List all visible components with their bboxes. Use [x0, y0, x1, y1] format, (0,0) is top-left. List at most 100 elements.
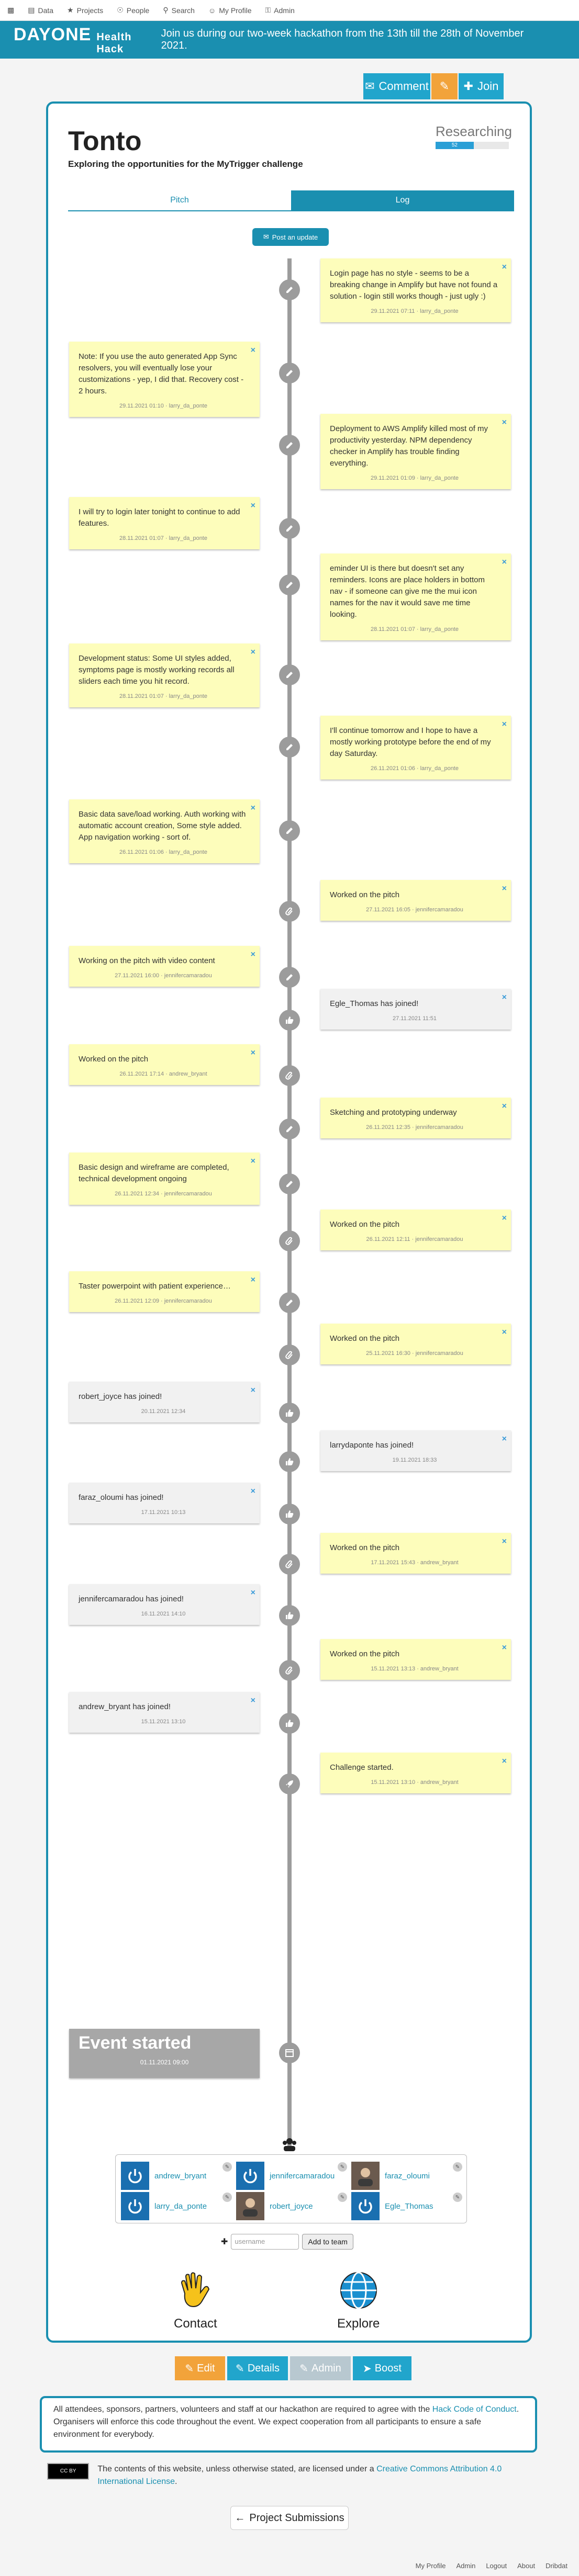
nav-item-profile[interactable]: ☺My Profile [208, 6, 252, 15]
timeline-dot [279, 1173, 300, 1194]
close-icon[interactable]: × [250, 501, 255, 510]
pencil-icon: ✎ [185, 2363, 194, 2375]
timeline-dot [279, 1713, 300, 1734]
team-member[interactable]: faraz_oloumi✎ [351, 2160, 466, 2191]
edit-pencil-button[interactable]: ✎ [431, 73, 458, 99]
footer-link-profile[interactable]: My Profile [415, 2561, 446, 2570]
timeline-dot [279, 279, 300, 300]
footer-link-admin[interactable]: Admin [456, 2561, 476, 2570]
footer-link-logout[interactable]: Logout [486, 2561, 507, 2570]
footer-link-about[interactable]: About [517, 2561, 536, 2570]
contact-button[interactable]: Contact [174, 2269, 217, 2331]
close-icon[interactable]: × [250, 346, 255, 355]
close-icon[interactable]: × [502, 263, 507, 272]
close-icon[interactable]: × [502, 1102, 507, 1111]
event-date: 01.11.2021 09:00 [140, 2059, 189, 2066]
log-entry-text: Taster powerpoint with patient experienc… [79, 1282, 231, 1291]
role-badge-icon: ✎ [338, 2193, 347, 2202]
username-input[interactable]: username [231, 2234, 299, 2250]
close-icon[interactable]: × [502, 1214, 507, 1223]
top-nav: ▩ ▤Data ★Projects ☉People ⚲Search ☺My Pr… [0, 0, 579, 21]
code-of-conduct-notice: All attendees, sponsors, partners, volun… [40, 2396, 537, 2453]
log-entry-text: Worked on the pitch [330, 1649, 400, 1658]
log-entry-meta: 19.11.2021 18:33 [392, 1457, 437, 1463]
team-member[interactable]: robert_joyce ✎ [236, 2190, 351, 2222]
admin-button[interactable]: ✎Admin [290, 2356, 351, 2380]
log-entry: × Deployment to AWS Amplify killed most o… [320, 414, 511, 489]
waving-hand-icon [174, 2269, 216, 2311]
log-entry: ×Basic data save/load working. Auth work… [69, 799, 260, 863]
nav-item-search[interactable]: ⚲Search [163, 6, 195, 15]
timeline-dot [279, 1554, 300, 1575]
close-icon[interactable]: × [502, 1757, 507, 1766]
nav-item-data[interactable]: ▤Data [28, 6, 54, 15]
close-icon[interactable]: × [502, 884, 507, 893]
log-entry: ×andrew_bryant has joined!15.11.2021 13:… [69, 1692, 260, 1733]
thumbsup-icon [286, 1409, 294, 1417]
details-button[interactable]: ✎Details [227, 2356, 288, 2380]
rocket-icon: ➤ [363, 2363, 372, 2375]
paperclip-icon [285, 1237, 293, 1245]
paperclip-icon [285, 1560, 293, 1568]
comment-button[interactable]: ✉Comment [363, 73, 430, 99]
role-badge-icon: ✎ [222, 2162, 232, 2172]
nav-item-admin[interactable]: ⚿Admin [265, 6, 295, 15]
close-icon[interactable]: × [250, 950, 255, 959]
contact-label: Contact [174, 2317, 217, 2331]
log-entry-text: Deployment to AWS Amplify killed most of… [330, 424, 488, 468]
log-entry: ×I will try to login later tonight to co… [69, 497, 260, 549]
timeline-dot [279, 363, 300, 383]
footer-link-dribdat[interactable]: Dribdat [545, 2561, 567, 2570]
close-icon[interactable]: × [502, 418, 507, 427]
nav-item-home[interactable]: ▩ [7, 6, 14, 15]
user-plus-icon: ✚ [221, 2238, 228, 2246]
cc-license-badge[interactable]: CC BY [47, 2463, 90, 2480]
thumbsup-icon [286, 1510, 294, 1518]
close-icon[interactable]: × [250, 1487, 255, 1496]
license-link[interactable]: Creative Commons Attribution 4.0 Interna… [97, 2465, 502, 2486]
close-icon[interactable]: × [250, 1386, 255, 1395]
close-icon[interactable]: × [250, 804, 255, 812]
timeline-dot [279, 737, 300, 758]
close-icon[interactable]: × [250, 1275, 255, 1284]
close-icon[interactable]: × [250, 648, 255, 657]
close-icon[interactable]: × [502, 1643, 507, 1652]
close-icon[interactable]: × [502, 1537, 507, 1546]
team-member[interactable]: jennifercamaradou✎ [236, 2160, 351, 2191]
log-entry-text: jennifercamaradou has joined! [79, 1595, 184, 1603]
add-to-team-button[interactable]: Add to team [302, 2234, 353, 2250]
close-icon[interactable]: × [502, 558, 507, 567]
close-icon[interactable]: × [502, 720, 507, 729]
nav-item-projects[interactable]: ★Projects [67, 6, 104, 15]
close-icon[interactable]: × [502, 1328, 507, 1337]
project-submissions-button[interactable]: ←Project Submissions [230, 2506, 349, 2530]
log-entry-meta: 27.11.2021 11:51 [392, 1015, 437, 1022]
tab-log[interactable]: Log [291, 190, 514, 210]
log-entry-meta: 26.11.2021 12:35 · jennifercamaradou [366, 1124, 463, 1131]
post-update-button[interactable]: ✉Post an update [252, 228, 329, 246]
team-members: andrew_bryant✎jennifercamaradou✎faraz_ol… [115, 2154, 467, 2223]
thumbsup-icon [286, 1016, 294, 1024]
team-member[interactable]: Egle_Thomas✎ [351, 2190, 466, 2222]
close-icon[interactable]: × [250, 1696, 255, 1705]
close-icon[interactable]: × [250, 1588, 255, 1597]
code-of-conduct-link[interactable]: Hack Code of Conduct [432, 2405, 517, 2414]
close-icon[interactable]: × [250, 1048, 255, 1057]
log-entry: ×Egle_Thomas has joined!27.11.2021 11:51 [320, 989, 511, 1030]
tab-pitch[interactable]: Pitch [170, 196, 189, 205]
close-icon[interactable]: × [502, 993, 507, 1002]
log-entry-meta: 26.11.2021 17:14 · andrew_bryant [119, 1071, 207, 1077]
edit-button[interactable]: ✎Edit [175, 2356, 225, 2380]
timeline-dot [279, 967, 300, 988]
member-name: robert_joyce [270, 2201, 313, 2211]
team-member[interactable]: larry_da_ponte✎ [121, 2190, 236, 2222]
close-icon[interactable]: × [502, 1434, 507, 1443]
nav-item-people[interactable]: ☉People [117, 6, 150, 15]
join-button[interactable]: ✚Join [459, 73, 504, 99]
close-icon[interactable]: × [250, 1157, 255, 1166]
explore-button[interactable]: Explore [337, 2269, 380, 2331]
boost-button[interactable]: ➤Boost [353, 2356, 411, 2380]
team-member[interactable]: andrew_bryant✎ [121, 2160, 236, 2191]
